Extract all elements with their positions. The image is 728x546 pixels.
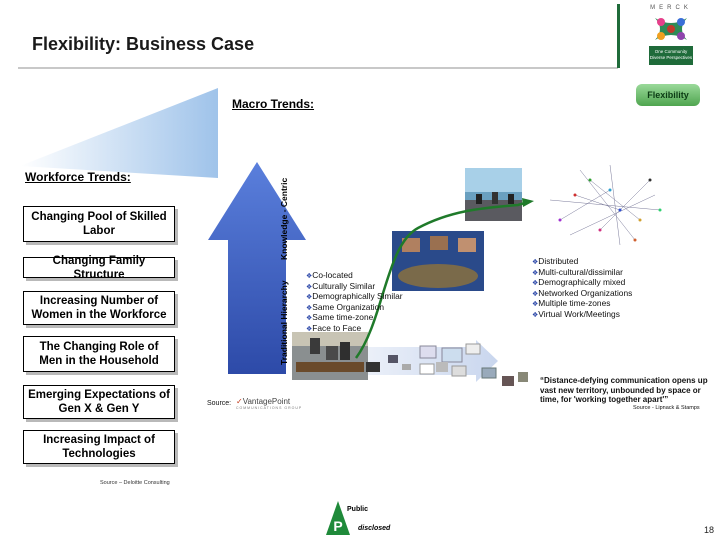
title-divider (18, 67, 618, 69)
vantagepoint-logo: ✓VantagePoint COMMUNICATIONS GROUP (236, 397, 302, 410)
bullet-item: Face to Face (306, 324, 403, 335)
flexibility-tab[interactable]: Flexibility (636, 84, 700, 106)
bullet-item: Distributed (532, 257, 632, 268)
bullet-item: Same Organization (306, 303, 403, 314)
public-disclosed-logo: P Public disclosed (325, 500, 405, 538)
bullet-item: Same time-zone (306, 313, 403, 324)
bullet-item: Virtual Work/Meetings (532, 310, 632, 321)
public-letter: P (333, 518, 342, 534)
bullet-item: Co-located (306, 271, 403, 282)
trend-box-technologies: Increasing Impact of Technologies (23, 430, 175, 464)
trend-box-label: Increasing Number of Women in the Workfo… (31, 295, 167, 321)
trend-box-label: Emerging Expectations of Gen X & Gen Y (28, 389, 170, 415)
public-disclosed-icon: P (326, 501, 350, 535)
traditional-bullets: Co-located Culturally Similar Demographi… (306, 271, 403, 335)
merck-logo: MERCK One Community Diverse Perspectives (643, 5, 699, 67)
trend-box-family-structure: Changing Family Structure (23, 255, 175, 281)
devices-cluster (366, 343, 528, 386)
quote-source: Source - Lipnack & Stamps (633, 405, 700, 411)
slide-title: Flexibility: Business Case (32, 34, 255, 54)
bullet-item: Multiple time-zones (532, 299, 632, 310)
vantage-tagline: COMMUNICATIONS GROUP (236, 406, 303, 410)
trend-box-label: Increasing Impact of Technologies (43, 434, 155, 460)
trend-box-skilled-labor: Changing Pool of Skilled Labor (23, 206, 175, 242)
trend-box-label: The Changing Role of Men in the Househol… (39, 341, 159, 367)
logo-wordmark: MERCK (650, 5, 692, 11)
network-diagram (549, 164, 662, 246)
workforce-trends-heading: Workforce Trends: (25, 170, 131, 184)
trend-box-women-workforce: Increasing Number of Women in the Workfo… (23, 291, 175, 325)
virtual-room-photo (465, 168, 522, 221)
vantage-name: VantagePoint (242, 397, 291, 406)
lipnack-quote: “Distance-defying communication opens up… (540, 376, 708, 404)
page-number: 18 (704, 525, 715, 535)
hierarchy-axis-label: Traditional Hierarchy (279, 280, 289, 365)
trend-box-role-of-men: The Changing Role of Men in the Househol… (23, 336, 175, 372)
bullet-item: Networked Organizations (532, 289, 632, 300)
meeting-photo (292, 332, 368, 380)
trend-box-label: Changing Family Structure (52, 254, 146, 281)
macro-source-label: Source: (207, 400, 232, 407)
macro-trends-diagram (208, 162, 662, 386)
trend-box-gen-x-y: Emerging Expectations of Gen X & Gen Y (23, 385, 175, 419)
macro-trends-heading: Macro Trends: (232, 97, 315, 111)
vertical-arrow (208, 162, 306, 374)
bullet-item: Multi-cultural/dissimilar (532, 267, 632, 279)
bullet-item: Demographically Similar (306, 292, 402, 303)
trend-wedge (20, 88, 218, 178)
video-conference-photo (392, 231, 484, 291)
vantage-v-icon: ✓ (236, 397, 243, 406)
disclosed-word: disclosed (358, 525, 391, 532)
logo-tagline: One Community Diverse Perspectives (649, 46, 693, 65)
trend-box-label: Changing Pool of Skilled Labor (31, 211, 167, 237)
logo-mark-icon (653, 14, 689, 44)
public-word: Public (347, 506, 369, 513)
curve-arrowhead (522, 198, 534, 207)
bullet-item: Culturally Similar (306, 281, 403, 293)
virtual-bullets: Distributed Multi-cultural/dissimilar De… (532, 257, 632, 321)
logo-divider (617, 4, 620, 68)
bullet-item: Demographically mixed (532, 278, 632, 289)
workforce-source: Source – Deloitte Consulting (100, 480, 170, 486)
